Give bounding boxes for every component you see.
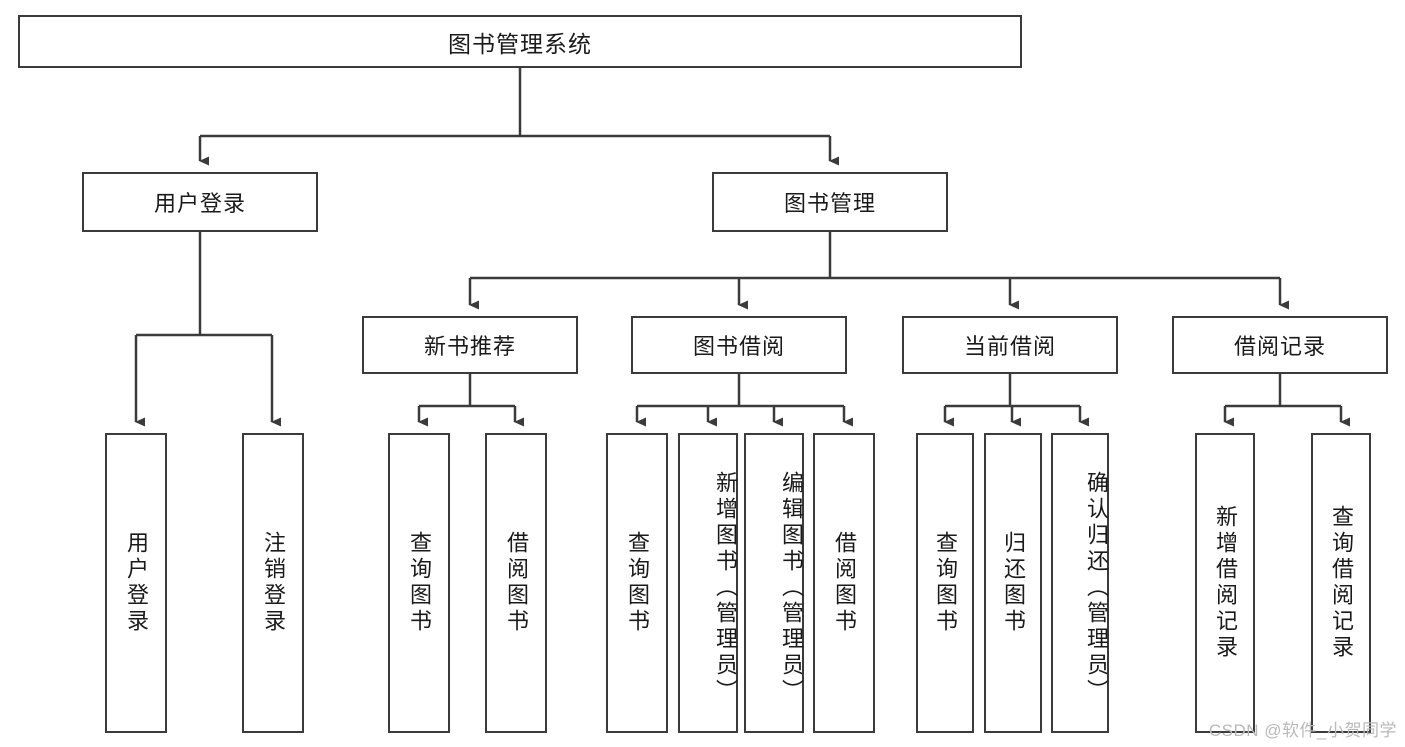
leaf-borrow-book-borrow[interactable]: 借阅图书 [813,433,875,733]
leaf-add-book-admin[interactable]: 新增图书（管理员） [678,433,738,733]
leaf-logout-login[interactable]: 注销登录 [242,433,304,733]
node-borrow-record[interactable]: 借阅记录 [1172,316,1388,374]
leaf-query-borrow-record[interactable]: 查询借阅记录 [1311,433,1371,733]
leaf-edit-book-admin[interactable]: 编辑图书（管理员） [744,433,804,733]
leaf-borrow-book-recommend[interactable]: 借阅图书 [485,433,547,733]
leaf-query-book-current[interactable]: 查询图书 [916,433,974,733]
leaf-user-login[interactable]: 用户登录 [105,433,167,733]
node-book-manage[interactable]: 图书管理 [712,172,948,232]
leaf-return-book[interactable]: 归还图书 [984,433,1042,733]
leaf-query-book-recommend[interactable]: 查询图书 [388,433,450,733]
leaf-query-book-borrow[interactable]: 查询图书 [606,433,668,733]
node-user-login[interactable]: 用户登录 [82,172,318,232]
csdn-watermark: CSDN @软件_小贺同学 [1208,721,1397,740]
leaf-add-borrow-record[interactable]: 新增借阅记录 [1195,433,1255,733]
node-current-borrow[interactable]: 当前借阅 [902,316,1118,374]
leaf-confirm-return-admin[interactable]: 确认归还（管理员） [1051,433,1109,733]
node-root-system[interactable]: 图书管理系统 [18,15,1022,68]
node-new-book-recommend[interactable]: 新书推荐 [362,316,578,374]
node-book-borrow[interactable]: 图书借阅 [631,316,847,374]
